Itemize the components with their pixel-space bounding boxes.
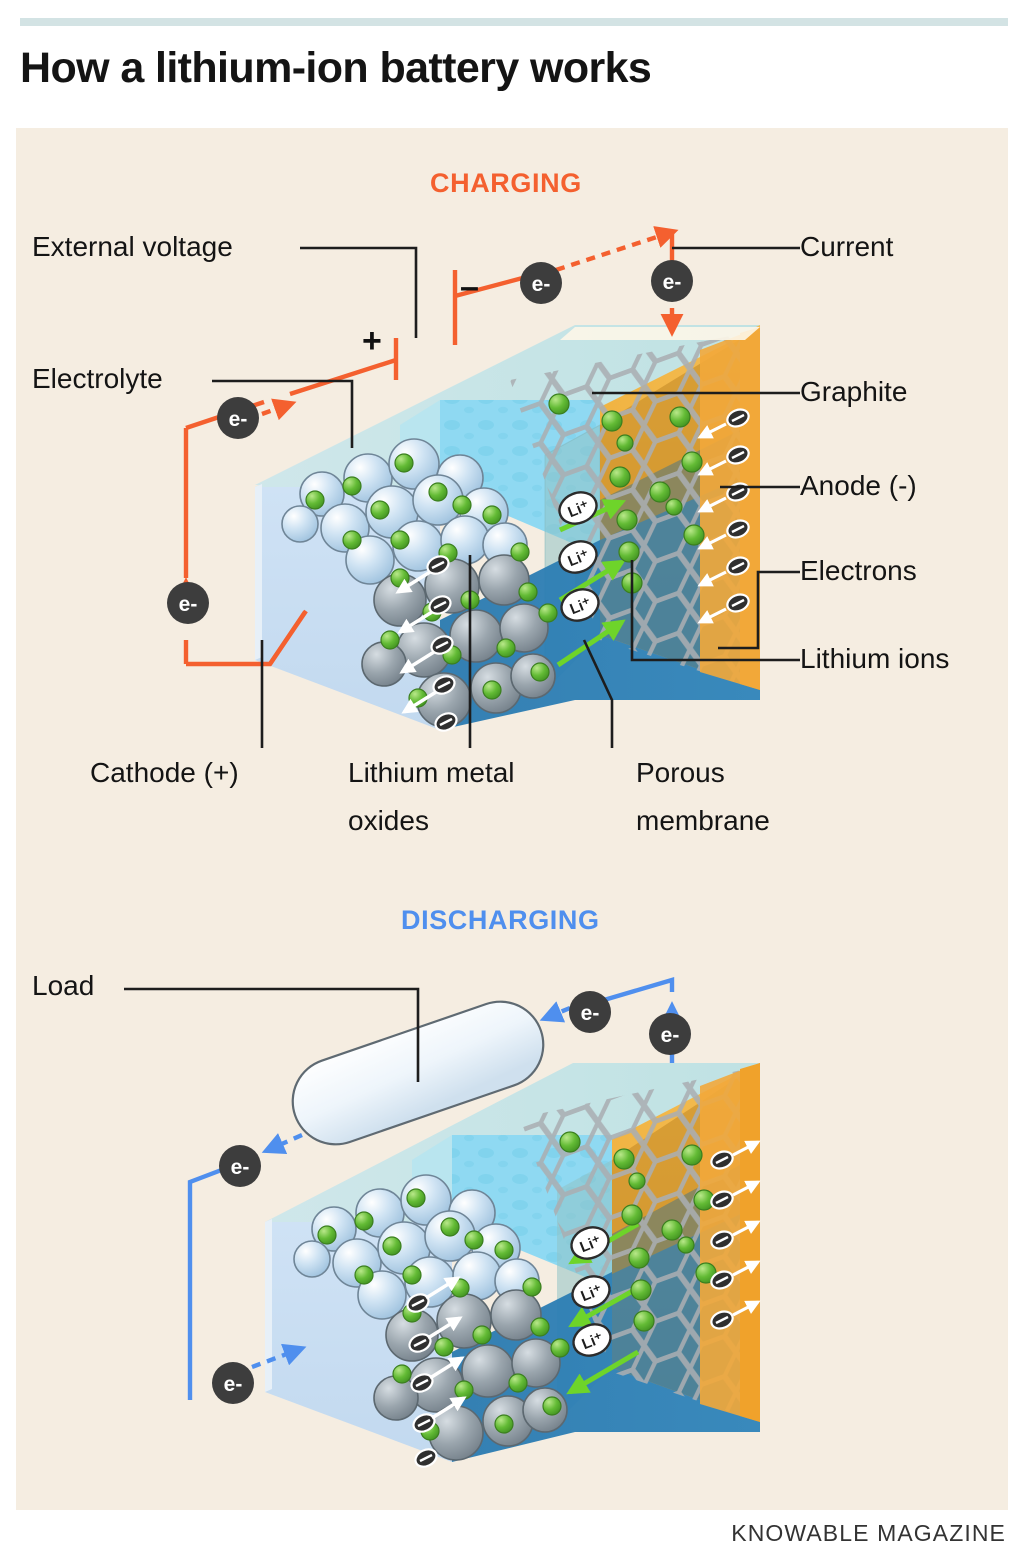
negative-terminal-symbol: – bbox=[460, 268, 479, 306]
label-cathode: Cathode (+) bbox=[90, 757, 239, 788]
label-lithium-ions: Lithium ions bbox=[800, 643, 950, 674]
page-title: How a lithium-ion battery works bbox=[20, 44, 652, 92]
label-external-voltage: External voltage bbox=[32, 231, 233, 262]
discharging-section-title: DISCHARGING bbox=[401, 905, 600, 935]
header-rule bbox=[20, 18, 1008, 26]
label-current: Current bbox=[800, 231, 894, 262]
label-lithium-metal-oxides-line1: Lithium metal bbox=[348, 757, 515, 788]
label-lithium-metal-oxides-line2: oxides bbox=[348, 805, 429, 836]
positive-terminal-symbol: + bbox=[362, 322, 382, 360]
charging-section-title: CHARGING bbox=[430, 168, 582, 198]
label-anode: Anode (-) bbox=[800, 470, 917, 501]
label-electrons: Electrons bbox=[800, 555, 917, 586]
publication-credit: KNOWABLE MAGAZINE bbox=[731, 1520, 1006, 1546]
label-porous-membrane-line2: membrane bbox=[636, 805, 770, 836]
diagram-panel bbox=[16, 128, 1008, 1510]
label-load: Load bbox=[32, 970, 95, 1001]
label-electrolyte: Electrolyte bbox=[32, 363, 163, 394]
label-graphite: Graphite bbox=[800, 376, 908, 407]
label-porous-membrane-line1: Porous bbox=[636, 757, 725, 788]
